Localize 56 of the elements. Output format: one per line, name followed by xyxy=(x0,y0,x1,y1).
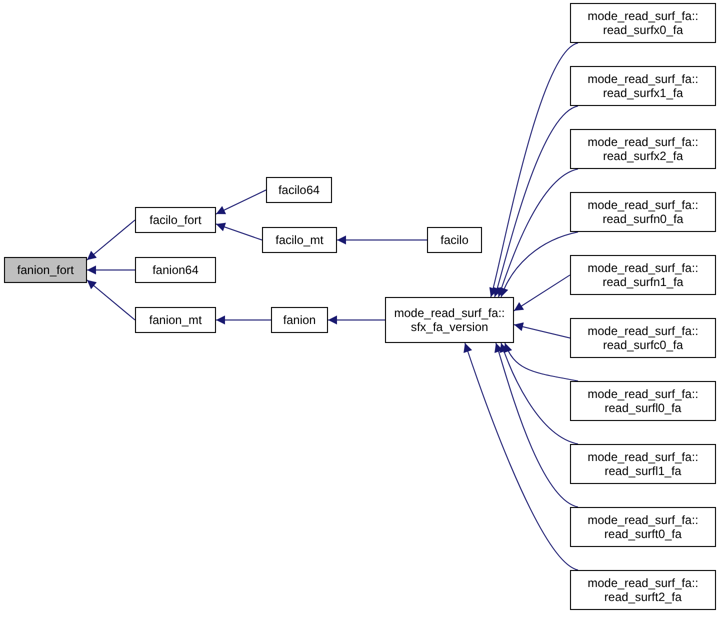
arrow xyxy=(504,342,578,382)
arrow xyxy=(494,342,578,508)
arrow xyxy=(488,42,578,298)
function-name: fanion_mt xyxy=(149,313,202,327)
function-name: mode_read_surf_fa:: sfx_fa_version xyxy=(393,306,506,334)
function-box xyxy=(427,227,482,253)
arrow xyxy=(216,222,262,240)
arrow xyxy=(86,220,136,260)
function-box xyxy=(570,318,716,358)
arrow xyxy=(514,322,570,338)
function-name: mode_read_surf_fa:: read_surfc0_fa xyxy=(586,324,700,352)
arrow xyxy=(492,106,578,298)
function-name: mode_read_surf_fa:: read_surft2_fa xyxy=(586,576,700,604)
arrow xyxy=(336,236,428,244)
function-name: mode_read_surf_fa:: read_surfn1_fa xyxy=(586,261,700,289)
function-name: mode_read_surf_fa:: read_surfl1_fa xyxy=(586,450,700,478)
function-name: facilo xyxy=(440,233,468,247)
arrow xyxy=(514,274,570,312)
function-box xyxy=(262,227,337,253)
function-box xyxy=(570,507,716,547)
function-box xyxy=(266,177,332,203)
function-name: mode_read_surf_fa:: read_surfn0_fa xyxy=(586,198,700,226)
arrow xyxy=(500,342,578,444)
highlighted-function-box xyxy=(4,257,87,283)
function-name: fanion xyxy=(283,313,316,327)
function-box xyxy=(570,3,716,43)
function-name: mode_read_surf_fa:: read_surfx0_fa xyxy=(586,9,700,37)
arrow xyxy=(464,342,578,570)
function-box xyxy=(570,66,716,106)
function-box xyxy=(570,444,716,484)
function-name: mode_read_surf_fa:: read_surfx1_fa xyxy=(586,72,700,100)
function-box xyxy=(271,307,328,333)
arrow xyxy=(216,190,266,214)
arrow xyxy=(328,316,386,324)
function-box xyxy=(570,192,716,232)
function-box xyxy=(135,207,216,233)
function-name: facilo64 xyxy=(278,183,320,197)
arrow xyxy=(86,266,136,274)
function-name: facilo_mt xyxy=(275,233,324,247)
function-name: fanion64 xyxy=(152,263,199,277)
arrow xyxy=(500,232,578,298)
function-name: mode_read_surf_fa:: read_surfx2_fa xyxy=(586,135,700,163)
function-box xyxy=(570,570,716,610)
function-box xyxy=(570,255,716,295)
function-box xyxy=(135,307,216,333)
arrow xyxy=(86,280,136,320)
arrow xyxy=(216,316,272,324)
function-box xyxy=(135,257,216,283)
function-name: mode_read_surf_fa:: read_surft0_fa xyxy=(586,513,700,541)
arrow xyxy=(497,168,578,298)
function-name: fanion_fort xyxy=(17,263,74,277)
function-box xyxy=(570,129,716,169)
function-box xyxy=(385,297,514,343)
function-box xyxy=(570,381,716,421)
function-name: facilo_fort xyxy=(149,213,202,227)
function-name: mode_read_surf_fa:: read_surfl0_fa xyxy=(586,387,700,415)
